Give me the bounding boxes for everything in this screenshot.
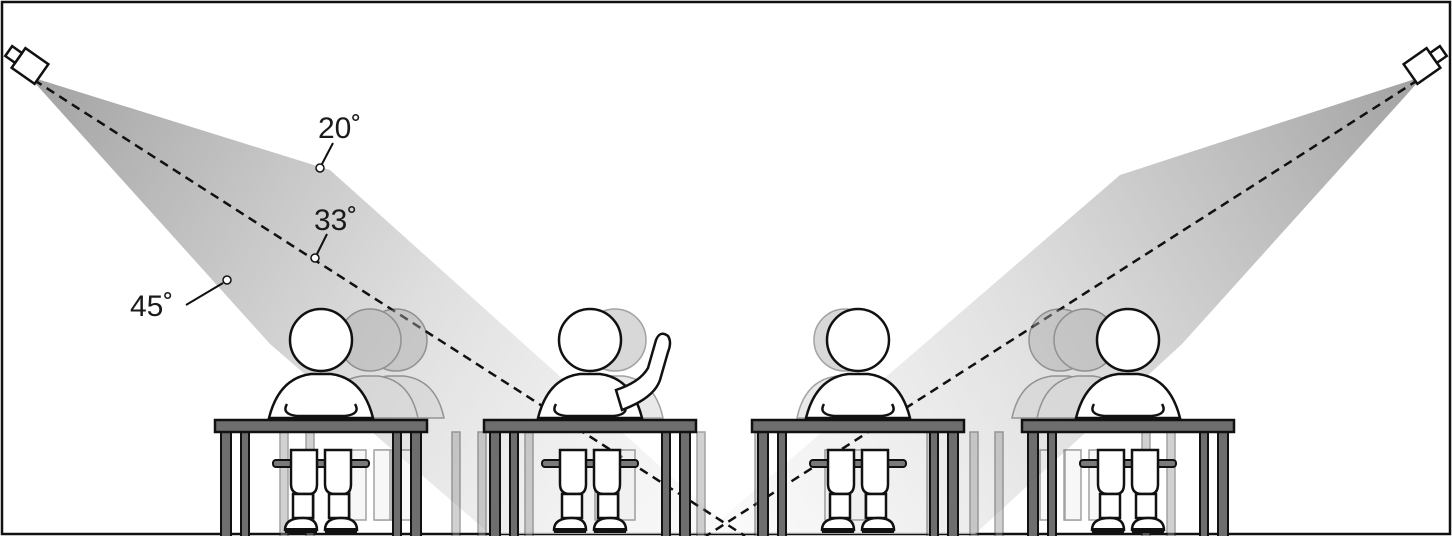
left-camera-icon — [3, 44, 51, 86]
angle-marker-20: 20˚ — [315, 112, 361, 173]
student-desk-2 — [482, 307, 698, 536]
angle-marker-33: 33˚ — [310, 204, 357, 263]
angle-label-33: 33˚ — [314, 204, 357, 237]
angle-marker-45: 45˚ — [130, 275, 232, 323]
angle-label-20: 20˚ — [318, 112, 361, 145]
right-camera-center-line — [705, 78, 1419, 536]
angle-label-45: 45˚ — [130, 290, 173, 323]
right-camera-icon — [1401, 44, 1449, 86]
left-camera-center-line — [33, 78, 746, 536]
